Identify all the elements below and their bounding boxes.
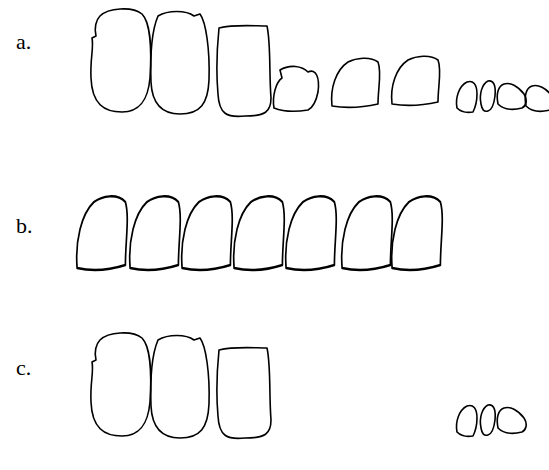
medium-stone: [332, 58, 380, 107]
medium-stone: [130, 196, 181, 270]
large-stone: [91, 333, 151, 436]
row-label: b.: [16, 214, 33, 238]
large-stone: [151, 12, 209, 115]
small-stone: [497, 83, 526, 109]
medium-stone: [234, 196, 285, 270]
small-stone: [525, 85, 549, 111]
medium-stone: [182, 196, 233, 270]
small-stone: [456, 406, 477, 437]
small-stone: [456, 82, 477, 113]
medium-stone: [392, 56, 440, 105]
small-stone: [497, 407, 526, 433]
large-stone: [217, 26, 271, 117]
large-stone: [91, 9, 151, 112]
medium-stone: [342, 196, 393, 270]
medium-stone: [77, 196, 128, 270]
small-stone: [480, 405, 495, 435]
large-stone: [217, 348, 271, 439]
small-stone: [480, 81, 495, 111]
large-stone: [151, 336, 209, 439]
row-label: a.: [16, 30, 31, 54]
row-label: c.: [16, 356, 31, 380]
medium-stone: [273, 66, 318, 111]
medium-stone: [392, 196, 443, 270]
medium-stone: [286, 196, 337, 270]
